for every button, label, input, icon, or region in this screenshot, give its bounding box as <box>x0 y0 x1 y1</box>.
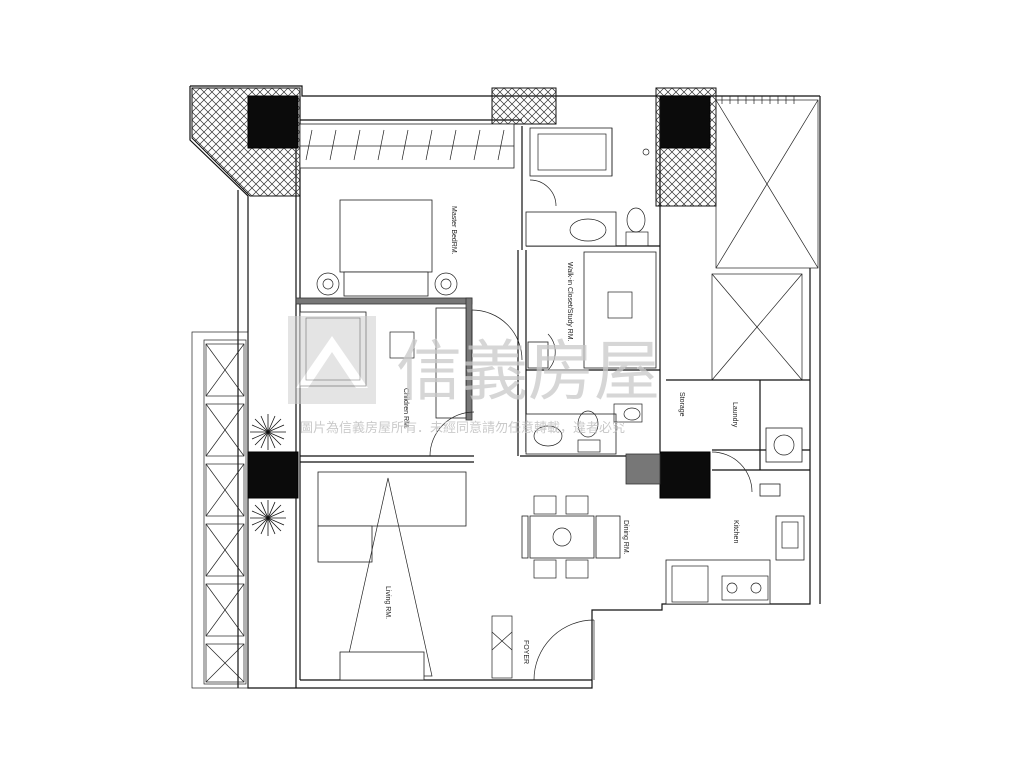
label-children-room: Children RM. <box>402 388 409 429</box>
study-furniture <box>527 251 657 371</box>
structural-columns <box>191 87 717 499</box>
wardrobe <box>299 123 515 169</box>
room-labels: Master BedRM. Walk-in Closet/Study RM. C… <box>384 206 739 664</box>
living-room-furniture <box>317 471 513 681</box>
watermark: 信義房屋 圖片為信義房屋所有．未經同意請勿任意轉載，違者必究 <box>288 316 660 436</box>
label-dining: Dining RM. <box>622 520 629 555</box>
label-storage: Storage <box>678 392 685 417</box>
label-laundry: Laundry <box>731 402 738 428</box>
watermark-line: 圖片為信義房屋所有．未經同意請勿任意轉載，違者必究 <box>300 420 625 436</box>
plant-icon <box>250 414 286 450</box>
double-bed <box>316 199 458 297</box>
entry-door <box>533 619 595 681</box>
watermark-brand: 信義房屋 <box>396 333 660 410</box>
brand-logo-icon <box>288 316 376 404</box>
void-area <box>711 96 819 381</box>
label-master-bedroom: Master BedRM. <box>450 206 457 255</box>
laundry-fixtures <box>765 427 803 463</box>
master-bathroom <box>525 127 650 247</box>
plant-icon <box>250 500 286 536</box>
second-bathroom <box>525 403 643 455</box>
dining-table <box>521 495 621 579</box>
label-kitchen: Kitchen <box>732 520 739 543</box>
kitchen-counter <box>665 451 805 605</box>
balcony-left <box>191 331 286 689</box>
label-living: Living RM. <box>384 586 391 619</box>
label-foyer: FOYER <box>522 640 529 664</box>
label-walk-in-closet: Walk-in Closet/Study RM. <box>566 262 573 342</box>
